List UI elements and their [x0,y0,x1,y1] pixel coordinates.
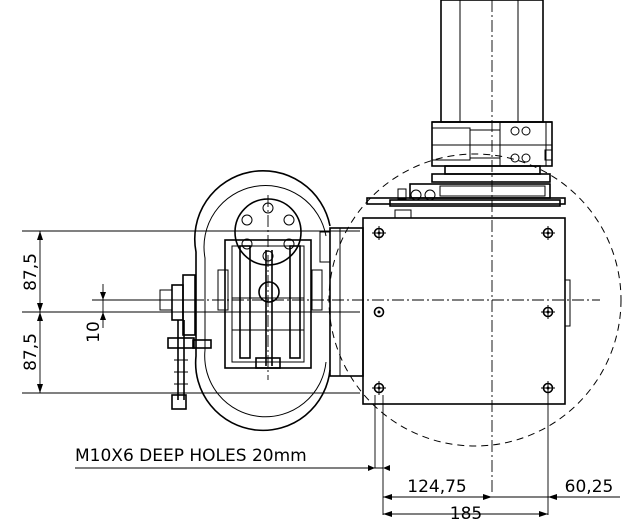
motor-flange [389,165,561,219]
holes-note-label: M10X6 DEEP HOLES 20mm [75,446,307,466]
main-housing [362,197,571,405]
dim-right-horizontal-label: 60,25 [565,477,614,497]
rotary-unit [193,169,331,432]
adapter-plate [319,227,364,377]
dim-total-horizontal-label: 185 [450,504,482,520]
dim-left-horizontal-label: 124,75 [407,477,466,497]
vertical-dimensions [22,230,360,394]
dim-lower-label: 87,5 [21,333,41,371]
side-assembly [159,274,212,410]
horizontal-dimensions [75,395,620,517]
dim-small-label: 10 [84,321,104,343]
center-lines [92,0,600,495]
dim-upper-label: 87,5 [21,253,41,291]
